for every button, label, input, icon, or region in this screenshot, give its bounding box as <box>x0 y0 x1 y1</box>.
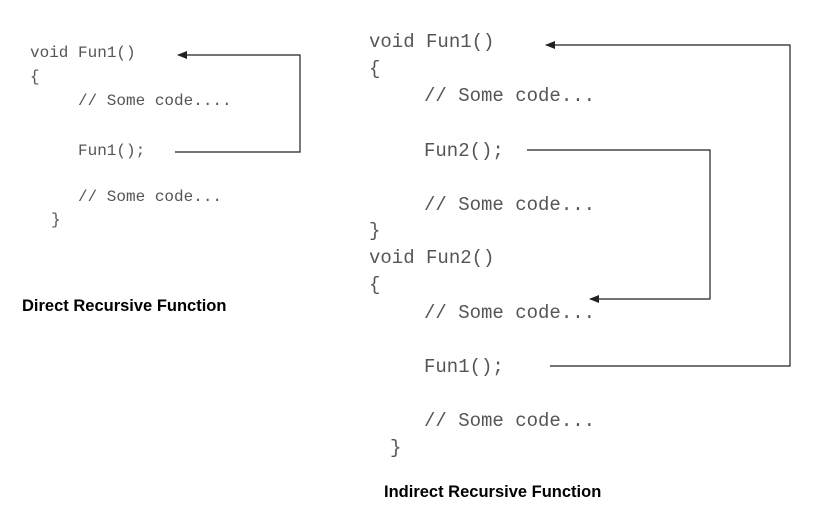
direct-fun1-signature: void Fun1() <box>30 44 136 62</box>
indirect-fun1-call: Fun1(); <box>424 356 504 378</box>
indirect-fun1-close-brace: } <box>369 220 381 242</box>
indirect-fun1-comment-1: // Some code... <box>424 85 596 107</box>
direct-comment-1: // Some code.... <box>78 92 232 110</box>
indirect-fun2-call: Fun2(); <box>424 140 504 162</box>
fun1-call-arrow <box>545 41 791 367</box>
indirect-fun2-comment-2: // Some code... <box>424 410 596 432</box>
indirect-fun2-comment-1: // Some code... <box>424 302 596 324</box>
direct-recursion-arrow <box>175 51 301 153</box>
fun2-call-arrow <box>527 149 711 303</box>
indirect-fun2-close-brace: } <box>390 437 402 459</box>
indirect-fun1-signature: void Fun1() <box>369 31 495 53</box>
direct-close-brace: } <box>51 211 61 229</box>
direct-fun1-call: Fun1(); <box>78 142 146 160</box>
direct-comment-2: // Some code... <box>78 188 223 206</box>
indirect-fun2-signature: void Fun2() <box>369 247 495 269</box>
indirect-fun1-open-brace: { <box>369 58 381 80</box>
indirect-fun1-comment-2: // Some code... <box>424 194 596 216</box>
indirect-fun2-open-brace: { <box>369 274 381 296</box>
direct-caption: Direct Recursive Function <box>22 297 227 315</box>
indirect-caption: Indirect Recursive Function <box>384 483 602 501</box>
direct-open-brace: { <box>30 68 40 86</box>
